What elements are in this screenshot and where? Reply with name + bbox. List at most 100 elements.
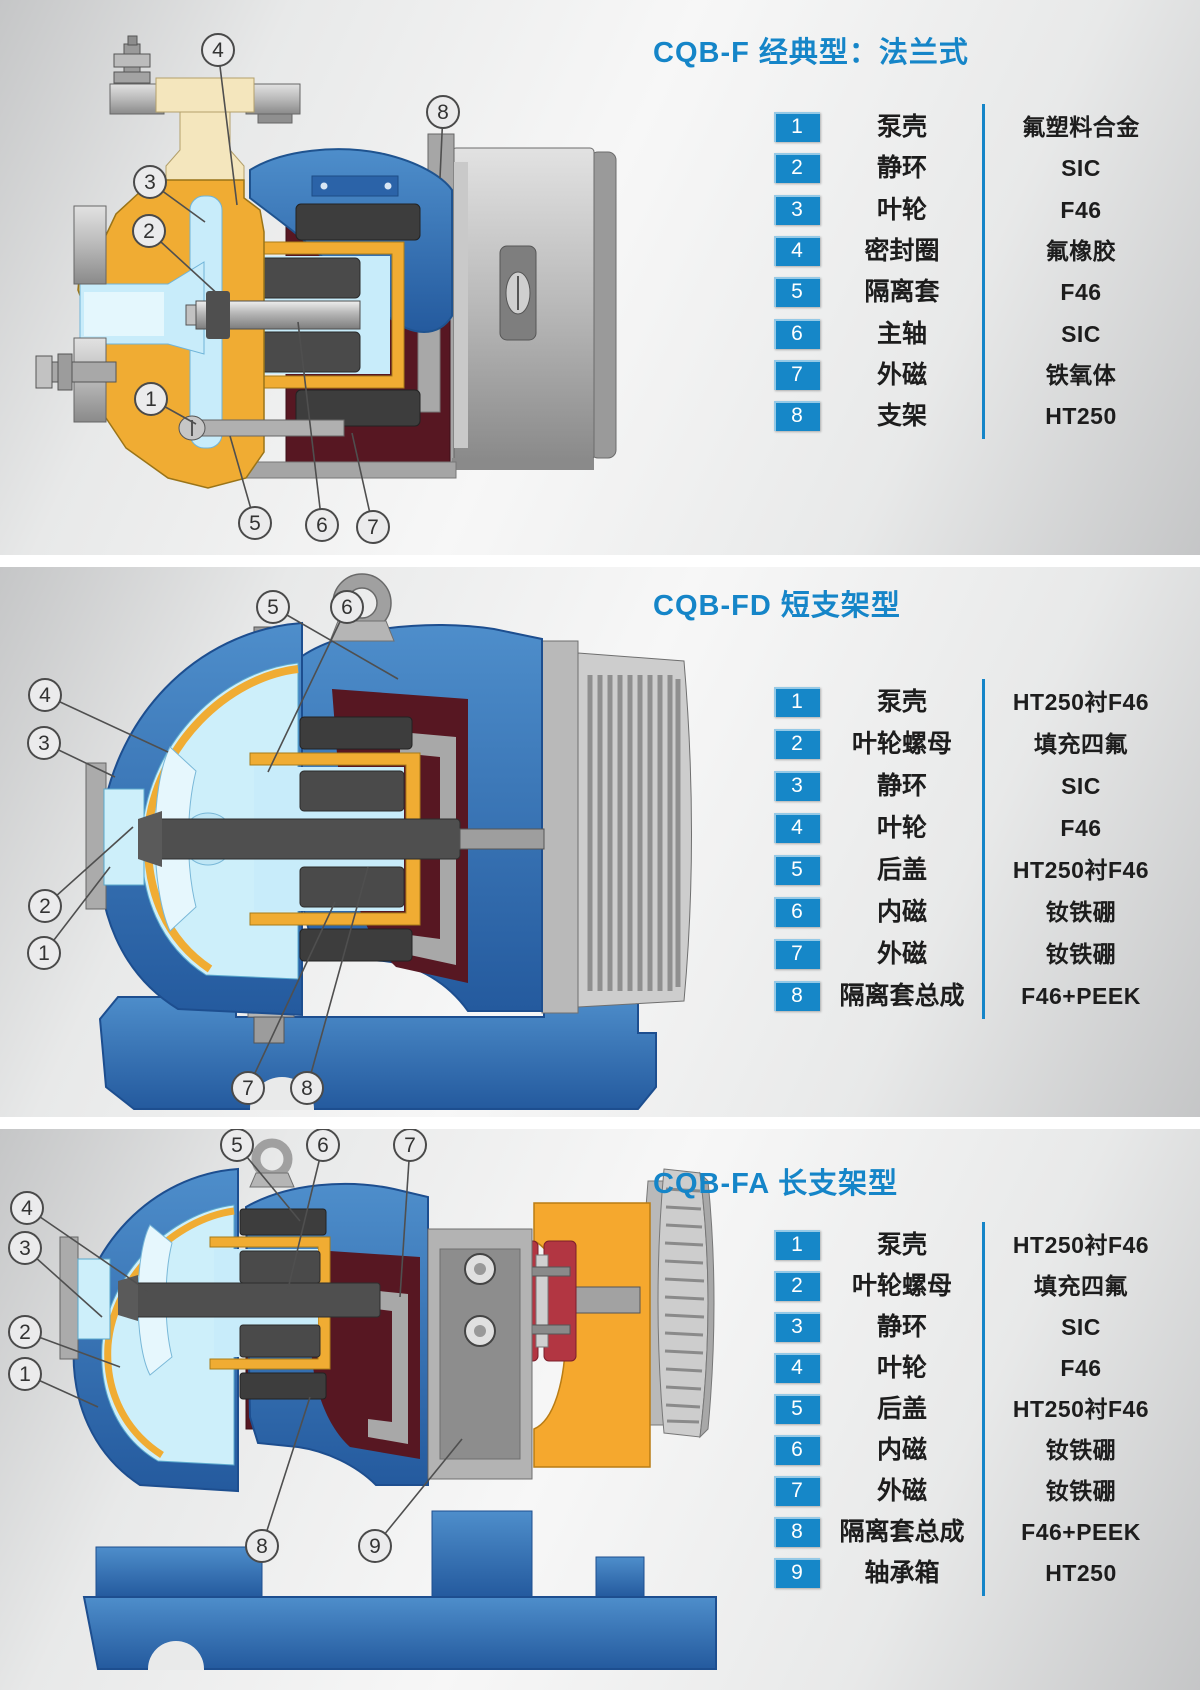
part-number-badge: 3 <box>774 195 820 225</box>
part-name-label: 静环 <box>876 772 927 800</box>
suction-flange <box>35 205 117 423</box>
part-material-value: HT250衬F46 <box>1012 1232 1150 1258</box>
pump-shaft <box>138 811 545 867</box>
part-material-value: F46 <box>1060 279 1102 305</box>
callout-circle <box>201 33 235 67</box>
part-material-value: 填充四氟 <box>1034 731 1128 757</box>
impeller-nut <box>138 811 162 867</box>
callout-number: 2 <box>19 1321 31 1344</box>
callout-leader-line <box>267 606 348 773</box>
callout-number: 7 <box>404 1134 416 1157</box>
inlet-flange <box>109 35 301 183</box>
part-number-badge: 5 <box>774 277 820 307</box>
callout-leader-line <box>44 826 134 907</box>
callout-circle <box>305 508 339 542</box>
part-name-label: 叶轮螺母 <box>851 1272 952 1300</box>
callout-leader-line <box>297 321 323 526</box>
callout-number: 4 <box>212 39 224 62</box>
motor <box>427 133 617 477</box>
part-material-value: 填充四氟 <box>1034 1273 1128 1299</box>
impeller-nut <box>118 1275 138 1321</box>
callout-leader-line <box>44 694 169 753</box>
callout-leader-line <box>217 49 238 206</box>
pump-casing <box>77 179 265 489</box>
table-separator-line <box>982 104 985 439</box>
callout-leader-line <box>43 866 111 954</box>
callout-circle <box>8 1315 42 1349</box>
part-material-value: F46+PEEK <box>1021 1519 1141 1545</box>
part-material-value: SIC <box>1061 321 1101 347</box>
callout-leader-line <box>247 901 336 1089</box>
part-name-label: 静环 <box>876 154 927 182</box>
suction-inlet <box>59 1236 111 1360</box>
callout-circle <box>134 382 168 416</box>
part-name-label: 轴承箱 <box>864 1559 940 1587</box>
callout-circle <box>426 95 460 129</box>
callout-circle <box>28 678 62 712</box>
callout-circle <box>8 1357 42 1391</box>
callout-circle <box>330 590 364 624</box>
part-number-badge: 7 <box>774 1476 820 1506</box>
callout-number: 6 <box>316 514 328 537</box>
suction-inlet <box>85 762 145 910</box>
part-number-badge: 6 <box>774 897 820 927</box>
callout-leader-line <box>26 1207 149 1292</box>
part-name-label: 内磁 <box>876 1436 927 1464</box>
callout-number: 2 <box>39 895 51 918</box>
motor <box>541 640 692 1014</box>
callout-number: 8 <box>437 101 449 124</box>
table-separator-line <box>982 1222 985 1596</box>
callout-leader-line <box>399 1144 411 1298</box>
part-number-badge: 7 <box>774 360 820 390</box>
part-material-value: 钕铁硼 <box>1045 1478 1117 1504</box>
pump-shaft <box>185 291 361 339</box>
part-material-value: F46 <box>1060 197 1102 223</box>
part-material-value: F46 <box>1060 815 1102 841</box>
section-title: CQB-FA 长支架型 <box>653 1168 899 1200</box>
part-number-badge: 5 <box>774 855 820 885</box>
callout-number: 3 <box>144 171 156 194</box>
callout-number: 9 <box>369 1535 381 1558</box>
callout-circle <box>28 889 62 923</box>
callout-leader-line <box>261 1396 311 1547</box>
part-number-badge: 1 <box>774 1230 820 1260</box>
callout-circle <box>356 510 390 544</box>
part-number-badge: 3 <box>774 1312 820 1342</box>
callout-number: 2 <box>143 220 155 243</box>
callout-circle <box>256 590 290 624</box>
callout-circle <box>220 1129 254 1162</box>
callout-circle <box>231 1071 265 1105</box>
part-number-badge: 8 <box>774 1517 820 1547</box>
part-material-value: 钕铁硼 <box>1045 899 1117 925</box>
part-name-label: 内磁 <box>876 898 927 926</box>
callout-circle <box>306 1129 340 1162</box>
part-number-badge: 9 <box>774 1558 820 1588</box>
callout-circle <box>393 1129 427 1162</box>
part-number-badge: 2 <box>774 1271 820 1301</box>
callout-leader-line <box>287 1144 324 1290</box>
parts-table-row: 2 叶轮螺母 填充四氟 <box>0 1271 1200 1301</box>
part-material-value: 氟橡胶 <box>1045 238 1117 264</box>
callout-number: 1 <box>145 388 157 411</box>
